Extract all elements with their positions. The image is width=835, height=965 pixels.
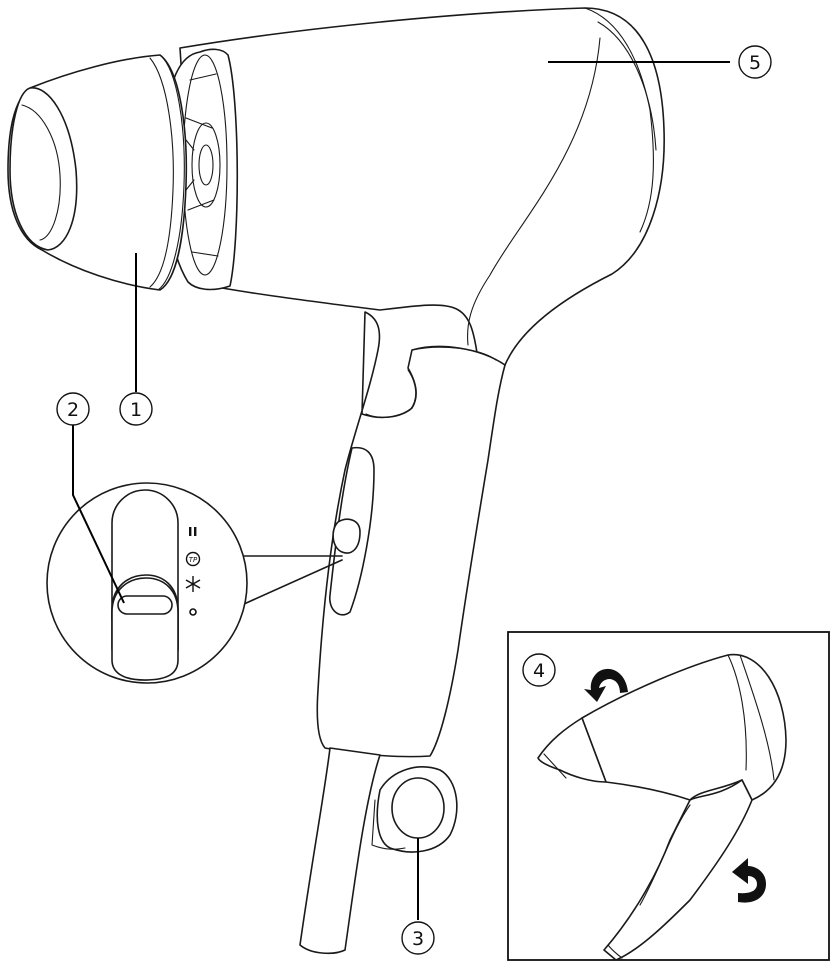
svg-text:4: 4 <box>533 660 545 682</box>
callout-4: 4 <box>523 654 555 686</box>
svg-text:2: 2 <box>67 399 79 421</box>
cord-stem <box>300 748 380 953</box>
callout-3: 3 <box>402 922 434 954</box>
callout-5: 5 <box>739 46 771 78</box>
handle-switch-knob <box>333 519 360 553</box>
svg-text:3: 3 <box>412 928 424 950</box>
svg-text:TP: TP <box>189 556 198 564</box>
folding-inset: 4 <box>508 632 829 960</box>
callout-1: 1 <box>120 393 152 425</box>
callout-2: 2 <box>57 393 89 425</box>
svg-text:5: 5 <box>749 52 761 74</box>
svg-text:1: 1 <box>130 399 142 421</box>
